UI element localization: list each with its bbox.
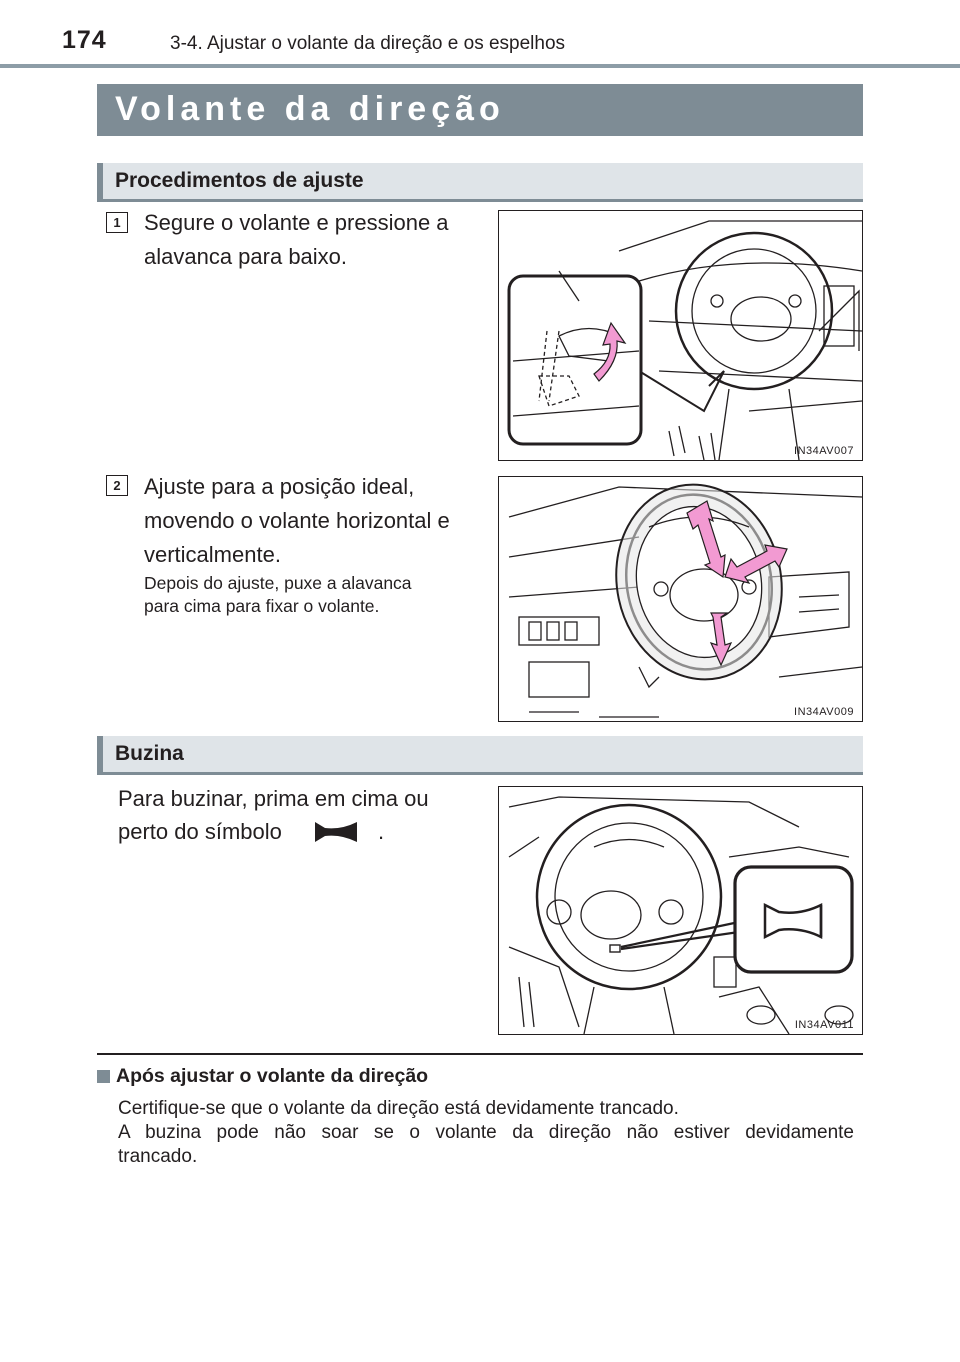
figure-code-2: IN34AV009 [794, 706, 854, 718]
note-line-2: A buzina pode não soar se o volante da d… [118, 1122, 854, 1143]
horn-text-line1: Para buzinar, prima em cima ou [118, 786, 429, 811]
steering-lever-illustration [507, 220, 862, 460]
section-heading-adjust-label: Procedimentos de ajuste [115, 169, 364, 192]
horn-text-line2: perto do símbolo [118, 819, 282, 844]
step-number-2: 2 [106, 475, 128, 496]
heading-accent [97, 163, 103, 199]
step2-line1: Ajuste para a posição ideal, [144, 474, 415, 499]
step1-line1: Segure o volante e pressione a [144, 210, 449, 235]
figure-code-3: IN34AV011 [794, 1019, 854, 1031]
header-divider [0, 64, 960, 68]
step2-note-line2: para cima para fixar o volante. [144, 596, 380, 616]
note-title: Após ajustar o volante da direção [116, 1065, 429, 1087]
section-heading-adjust: Procedimentos de ajuste [97, 163, 863, 202]
figure-horn: IN34AV011 [498, 786, 863, 1035]
section-heading-horn: Buzina [97, 736, 863, 775]
step-number-1: 1 [106, 212, 128, 233]
horn-icon [313, 814, 361, 846]
horn-text-end: . [378, 819, 385, 844]
heading-accent [97, 736, 103, 772]
note-line-3: trancado. [118, 1146, 198, 1167]
steering-adjust-illustration [508, 483, 862, 718]
chapter-title: 3-4. Ajustar o volante da direção e os e… [170, 33, 566, 54]
page-number: 174 [62, 26, 107, 54]
note-divider [97, 1053, 863, 1055]
step2-note-line1: Depois do ajuste, puxe a alavanca [144, 573, 412, 593]
figure-steering-adjust: IN34AV009 [498, 476, 863, 722]
page-title: Volante da direção [115, 90, 505, 128]
figure-code-1: IN34AV007 [794, 445, 854, 457]
note-bullet-icon [97, 1070, 110, 1083]
figure-steering-lever: IN34AV007 [498, 210, 863, 461]
note-line-1: Certifique-se que o volante da direção e… [118, 1098, 679, 1119]
step1-line2: alavanca para baixo. [144, 244, 348, 269]
horn-illustration [508, 796, 854, 1034]
step2-line3: verticalmente. [144, 542, 281, 567]
step2-line2: movendo o volante horizontal e [144, 508, 450, 533]
section-heading-horn-label: Buzina [115, 742, 184, 765]
title-bar [97, 84, 863, 136]
